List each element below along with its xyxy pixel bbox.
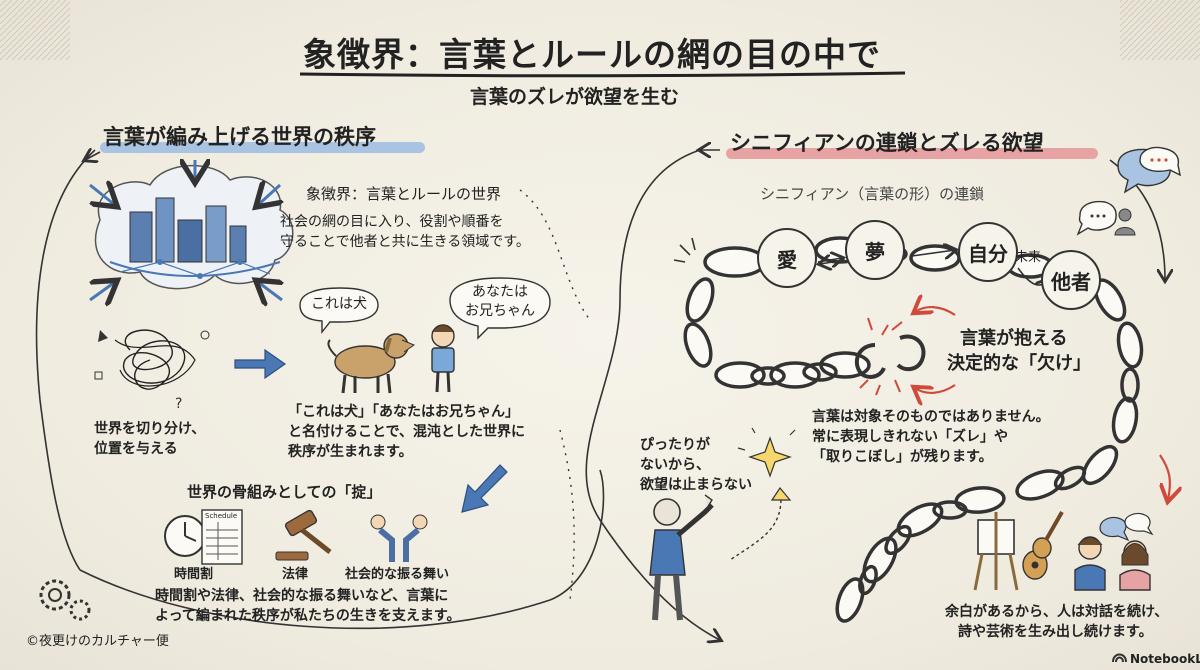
dotted-flow [519,189,591,321]
section-heading-right: シニフィアンの連鎖とズレる欲望 [730,131,1044,155]
page-subtitle: 言葉のズレが欲望を生む [470,86,680,108]
lack-line-1: 言葉が抱える [960,328,1068,349]
signifier-node-other: 他者 [1041,250,1101,310]
naming-line-1: 「これは犬」「あなたはお兄ちゃん」 [288,404,519,420]
gap-desc-line-2: 常に表現しきれない「ズレ」や [812,429,1008,445]
signifier-node-dream: 夢 [845,220,905,280]
gap-desc-line-1: 言葉は対象そのものではありません。 [812,409,1050,425]
schedule-sign: Schedule [205,512,238,520]
chaos-scribble-illustration: ? [94,329,210,412]
bubble-text-dog: これは犬 [311,296,367,312]
bottom-loop-line [79,469,605,630]
signifier-chain [683,236,1144,623]
desire-line-2: ないから、 [640,457,710,473]
chaos-label-line-1: 世界を切り分け、 [94,421,206,437]
chat-icons [1076,146,1181,236]
red-arrow-right [1160,454,1170,500]
schedule-illustration [164,509,243,565]
guitar-illustration [1022,511,1064,580]
city-network-illustration [89,160,294,300]
star-illustration [729,427,796,561]
reaching-person-illustration [649,494,714,621]
law-desc-line-1: 時間割や法律、社会的な振る舞いなど、言葉に [155,588,449,604]
signifier-node-self: 自分 [958,222,1018,282]
svg-text:?: ? [175,396,182,412]
notebooklm-logo [1112,653,1127,663]
node-arrow [911,250,955,256]
world-desc-line-2: 守ることで他者と共に生きる領域です。 [280,234,530,250]
easel-illustration [973,512,1019,591]
red-arrow-bottom [915,384,956,393]
icon-label-manners: 社会的な振る舞い [345,567,450,582]
speech-bubble-brother [449,277,551,340]
blue-arrow-right [234,348,287,380]
node-arrow [820,260,846,264]
law-heading: 世界の骨組みとしての「掟」 [187,483,382,501]
corner-hatch [0,0,70,60]
icon-label-law: 法律 [282,567,309,582]
tension-marks [673,237,696,263]
credit: ©夜更けのカルチャー便 [26,634,169,649]
corner-hatch [1120,0,1200,60]
desire-line-3: 欲望は止まらない [640,477,752,493]
heading-highlight-left [100,142,425,153]
broken-link-illustration [854,317,926,396]
dog-illustration [327,333,416,394]
world-title: 象徴界：言葉とルールの世界 [306,185,502,203]
left-loop-line [35,149,96,571]
page-title: 象徴界：言葉とルールの網の目の中で [303,35,881,74]
lack-line-2: 決定的な「欠け」 [947,353,1091,374]
boy-illustration [431,324,455,393]
future-label: 未来 [1015,250,1042,265]
chain-title: シニフィアン（言葉の形）の連鎖 [760,185,985,203]
heading-highlight-right [726,148,1098,159]
law-desc-line-2: よって編まれた秩序が私たちの生きを支えます。 [155,608,461,624]
world-desc-line-1: 社会の網の目に入り、役割や順番を [280,214,504,230]
red-arrow-top [915,307,956,316]
section-heading-left: 言葉が編み上げる世界の秩序 [103,125,376,149]
blue-arrow-down [461,464,508,513]
margin-line-1: 余白があるから、人は対話を続け、 [945,604,1169,620]
gavel-illustration [275,509,332,561]
gears-illustration [39,579,91,621]
desire-line-1: ぴったりが [640,437,710,453]
signifier-node-love: 愛 [757,228,817,288]
gap-desc-line-3: 「取りこぼし」が残ります。 [812,449,993,465]
bubble-text-brother-line-2: お兄ちゃん [465,303,535,319]
naming-line-2: と名付けることで、混沌とした世界に [288,424,526,440]
bowing-people-illustration [370,514,428,562]
icon-label-schedule: 時間割 [174,567,214,582]
naming-line-3: 秩序が生まれます。 [288,444,413,460]
conversation-people-illustration [1074,512,1154,591]
loop-arrowhead [85,152,101,160]
margin-line-2: 詩や芸術を生み出し続けます。 [958,624,1153,640]
chaos-label-line-2: 位置を与える [94,441,178,457]
bubble-text-brother-line-1: あなたは [472,284,528,300]
dotted-flow [559,429,575,601]
title-underline [299,71,906,78]
speech-bubble-dog [299,287,379,334]
brand-label: NotebookLM [1130,652,1200,666]
